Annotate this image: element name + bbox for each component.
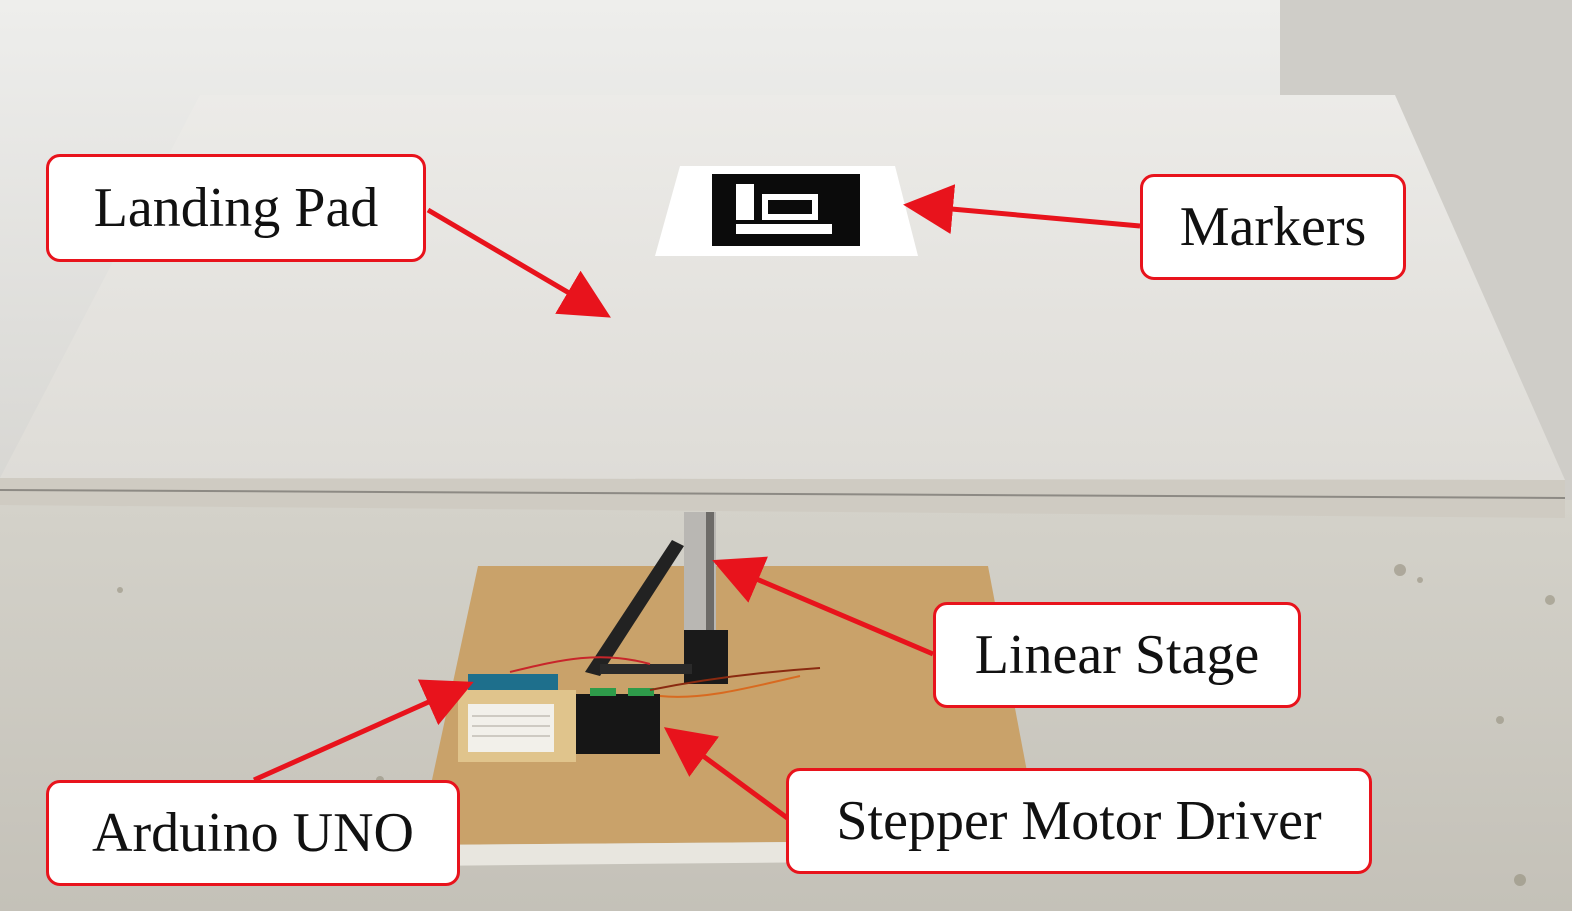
stepper-motor-driver-label: Stepper Motor Driver xyxy=(786,768,1372,874)
arrow-landing-pad xyxy=(426,207,611,318)
landing-pad xyxy=(0,95,1565,480)
arrow-arduino xyxy=(252,679,474,783)
arduino-uno-label: Arduino UNO xyxy=(46,780,460,886)
markers-label-text: Markers xyxy=(1179,196,1367,258)
arduino-uno-label-text: Arduino UNO xyxy=(92,802,414,864)
landing-pad-label: Landing Pad xyxy=(46,154,426,262)
landing-pad-seam xyxy=(0,489,1566,499)
arrow-linear-stage xyxy=(712,556,934,657)
stepper-driver-box xyxy=(576,694,660,754)
support-bracket xyxy=(585,540,684,676)
wires xyxy=(509,656,821,698)
linear-stage-label-text: Linear Stage xyxy=(974,624,1260,686)
arrow-markers xyxy=(903,184,1141,235)
landing-pad-label-text: Landing Pad xyxy=(93,177,379,239)
linear-stage-label: Linear Stage xyxy=(933,602,1301,708)
breadboard xyxy=(468,704,554,752)
markers-label: Markers xyxy=(1140,174,1406,280)
stepper-motor xyxy=(684,630,728,684)
stepper-motor-driver-label-text: Stepper Motor Driver xyxy=(836,790,1322,852)
landing-pad-edge xyxy=(0,478,1565,518)
arrow-stepper-driver xyxy=(663,727,792,823)
